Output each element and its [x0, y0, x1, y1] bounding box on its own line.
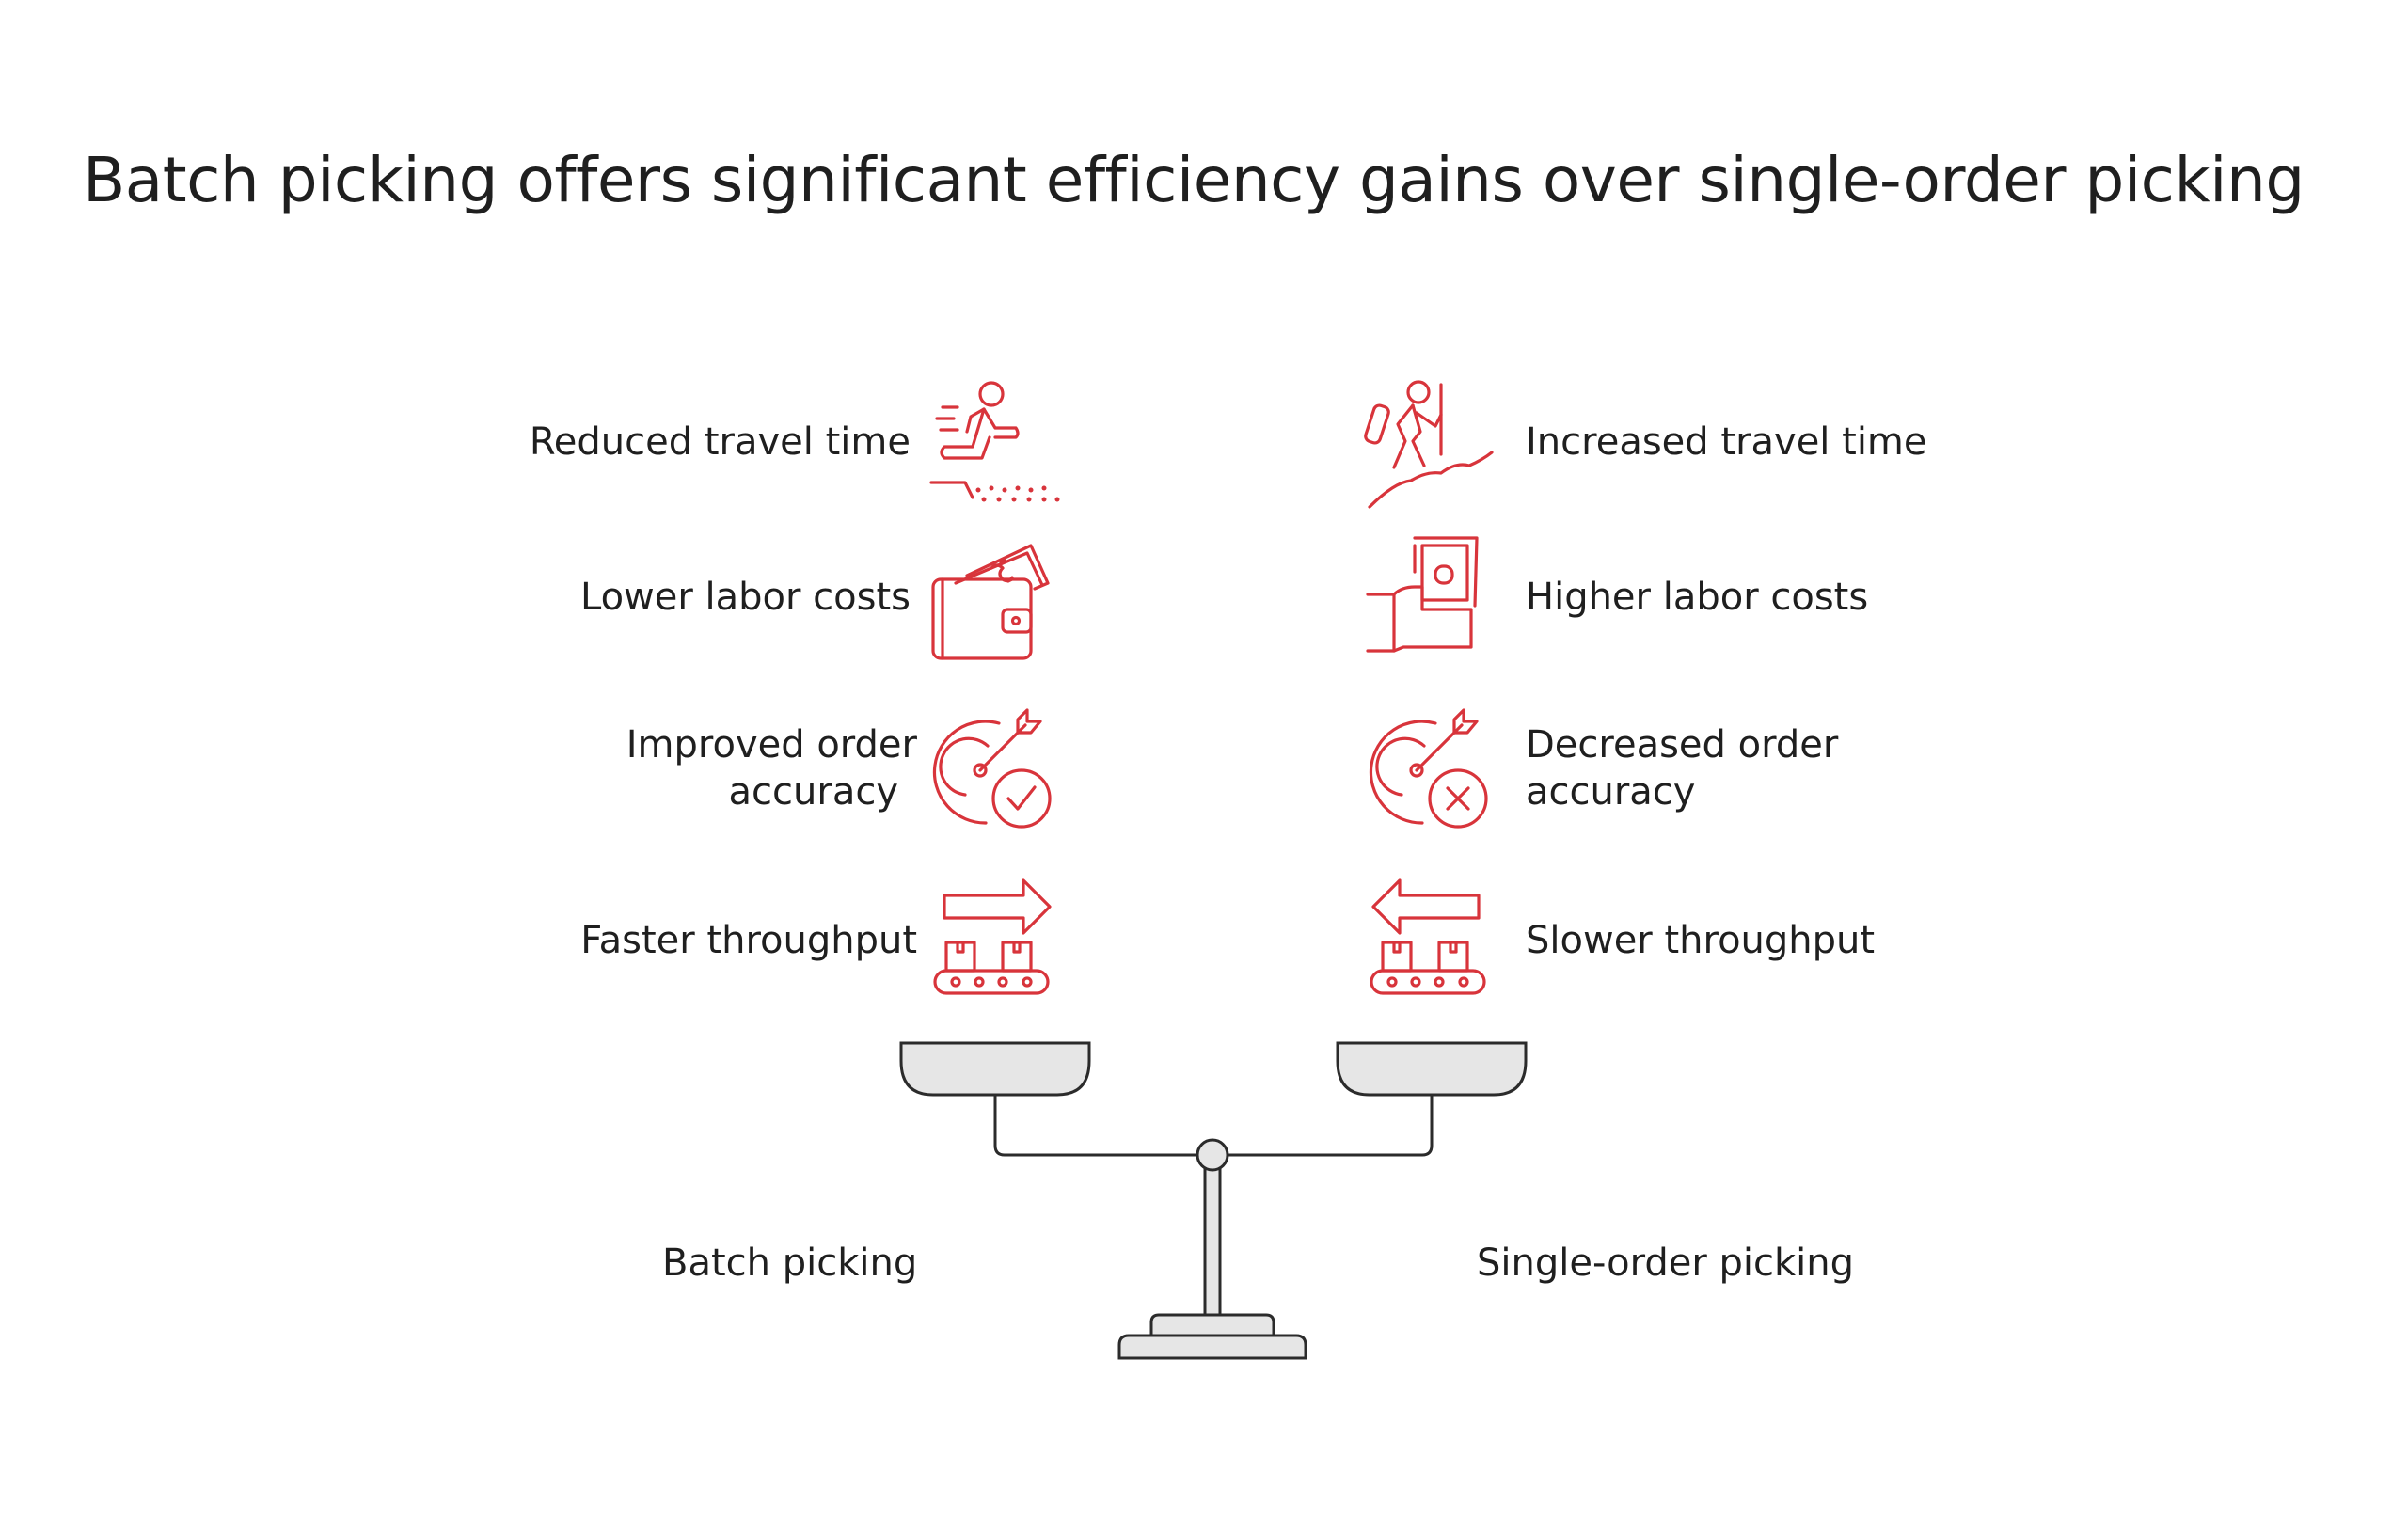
- benefit-label-improved-accuracy: Improved order accuracy: [626, 721, 917, 815]
- scale-pivot: [1196, 1138, 1229, 1172]
- benefit-label-line: accuracy: [728, 770, 898, 814]
- drawback-label-slower-throughput: Slower throughput: [1526, 917, 1875, 964]
- benefit-label-line: Faster throughput: [580, 919, 917, 962]
- drawback-label-line: Slower throughput: [1526, 919, 1876, 962]
- drawback-label-line: Decreased order: [1526, 723, 1839, 767]
- drawback-label-increased-travel: Increased travel time: [1526, 419, 1927, 466]
- page-title: Batch picking offers significant efficie…: [83, 144, 2305, 216]
- hand-paying-icon: [1366, 534, 1497, 666]
- target-x-icon: [1366, 708, 1497, 840]
- drawback-label-line: accuracy: [1526, 770, 1696, 814]
- benefit-label-lower-labor: Lower labor costs: [580, 574, 911, 621]
- scale-base-top: [1149, 1313, 1275, 1337]
- drawback-label-line: Increased travel time: [1526, 420, 1927, 464]
- drawback-label-decreased-accuracy: Decreased order accuracy: [1526, 721, 1838, 815]
- batch-picking-label: Batch picking: [662, 1241, 918, 1285]
- drawback-label-line: Higher labor costs: [1526, 576, 1869, 619]
- drawback-label-higher-labor: Higher labor costs: [1526, 574, 1868, 621]
- benefit-label-line: Reduced travel time: [529, 420, 911, 464]
- scale-post: [1203, 1164, 1222, 1319]
- benefit-label-line: Lower labor costs: [579, 576, 911, 619]
- benefit-label-faster-throughput: Faster throughput: [580, 917, 917, 964]
- running-person-icon: [929, 379, 1061, 511]
- wallet-money-icon: [929, 534, 1061, 666]
- left-scale-pan: [899, 1041, 1091, 1097]
- right-scale-pan: [1336, 1041, 1528, 1097]
- target-check-icon: [929, 708, 1061, 840]
- conveyor-backward-icon: [1366, 877, 1497, 1008]
- scale-base: [1117, 1334, 1307, 1360]
- single-order-picking-label: Single-order picking: [1477, 1241, 1855, 1285]
- benefit-label-reduced-travel: Reduced travel time: [530, 419, 911, 466]
- climbing-person-icon: [1364, 379, 1497, 511]
- benefit-label-line: Improved order: [626, 723, 917, 767]
- conveyor-forward-icon: [929, 877, 1061, 1008]
